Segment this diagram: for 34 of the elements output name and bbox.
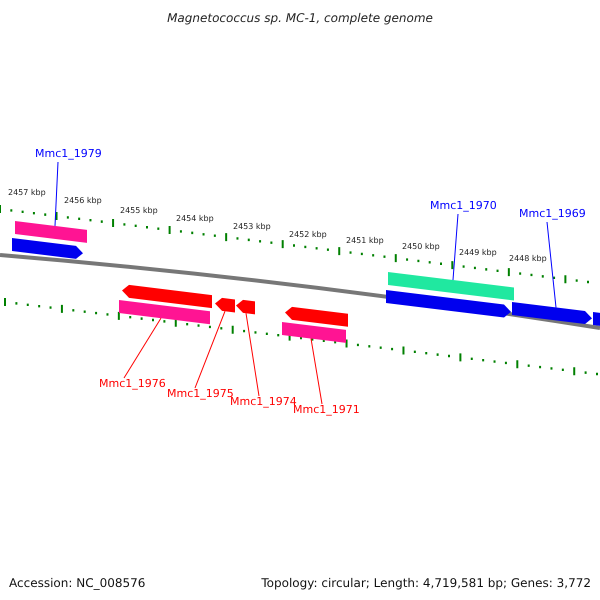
gene-label: Mmc1_1970 — [430, 199, 497, 213]
tick-label: 2453 kbp — [233, 222, 271, 232]
leader-line — [124, 318, 162, 378]
tick-label: 2451 kbp — [346, 236, 384, 246]
accession-text: Accession: NC_008576 — [9, 575, 146, 592]
leader-line — [310, 338, 322, 404]
gene-label: Mmc1_1976 — [99, 377, 166, 391]
leader-line — [194, 310, 226, 388]
gene-bar — [15, 221, 87, 243]
gene-feature — [215, 298, 235, 312]
gene-feature — [236, 300, 255, 314]
tick-label: 2454 kbp — [176, 214, 214, 224]
leader-line — [54, 162, 58, 226]
leader-line — [452, 214, 458, 280]
tick-label: 2456 kbp — [64, 196, 102, 206]
leader-line — [546, 222, 556, 308]
gene-bar — [388, 272, 514, 300]
tick-label: 2455 kbp — [120, 206, 158, 216]
title: Magnetococcus sp. MC-1, complete genome — [167, 10, 433, 27]
tick-label: 2457 kbp — [8, 188, 46, 198]
gene-bar — [119, 300, 210, 324]
gene-feature — [285, 306, 348, 327]
gene-label: Mmc1_1969 — [519, 207, 586, 221]
genome-info-text: Topology: circular; Length: 4,719,581 bp; Genes: 3,772 — [261, 575, 591, 592]
tick-label: 2450 kbp — [402, 242, 440, 252]
leader-line — [246, 312, 260, 396]
tick-label: 2448 kbp — [509, 254, 547, 264]
gene-bar — [282, 322, 346, 343]
gene-feature — [122, 284, 212, 308]
tick-label: 2449 kbp — [459, 248, 497, 258]
tick-label: 2452 kbp — [289, 230, 327, 240]
gene-feature — [12, 238, 83, 259]
gene-feature — [386, 290, 511, 318]
gene-label: Mmc1_1979 — [35, 147, 102, 161]
